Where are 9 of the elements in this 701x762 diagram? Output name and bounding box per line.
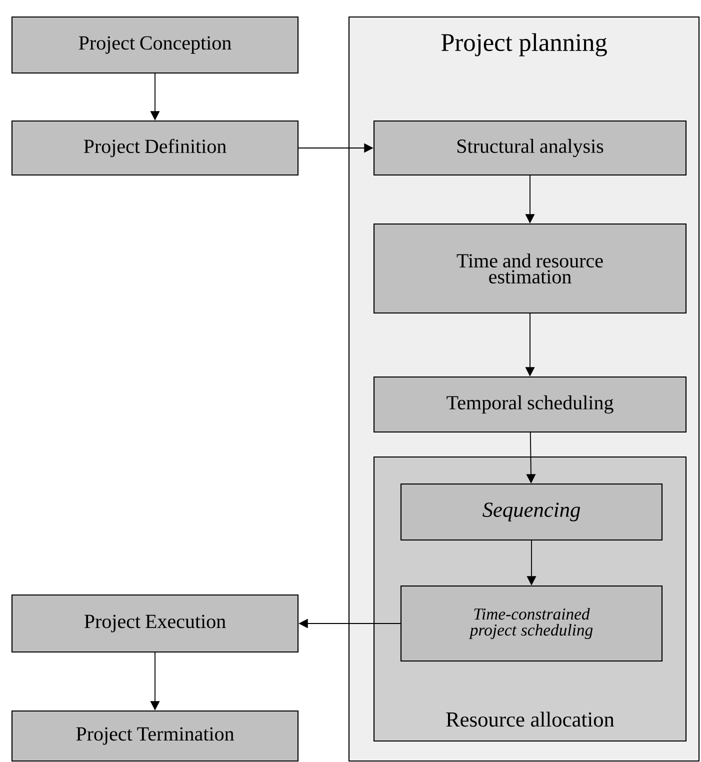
process-box: Temporal scheduling [373,376,687,433]
process-box: Project Conception [11,16,299,74]
process-box: Project Execution [11,594,299,653]
process-box: Time and resource estimation [373,223,687,314]
process-box: Time-constrained project scheduling [400,585,663,662]
process-box: Project Termination [11,710,299,762]
process-box: Project Definition [11,120,299,176]
process-box: Structural analysis [373,120,687,176]
process-box: Sequencing [400,483,663,541]
